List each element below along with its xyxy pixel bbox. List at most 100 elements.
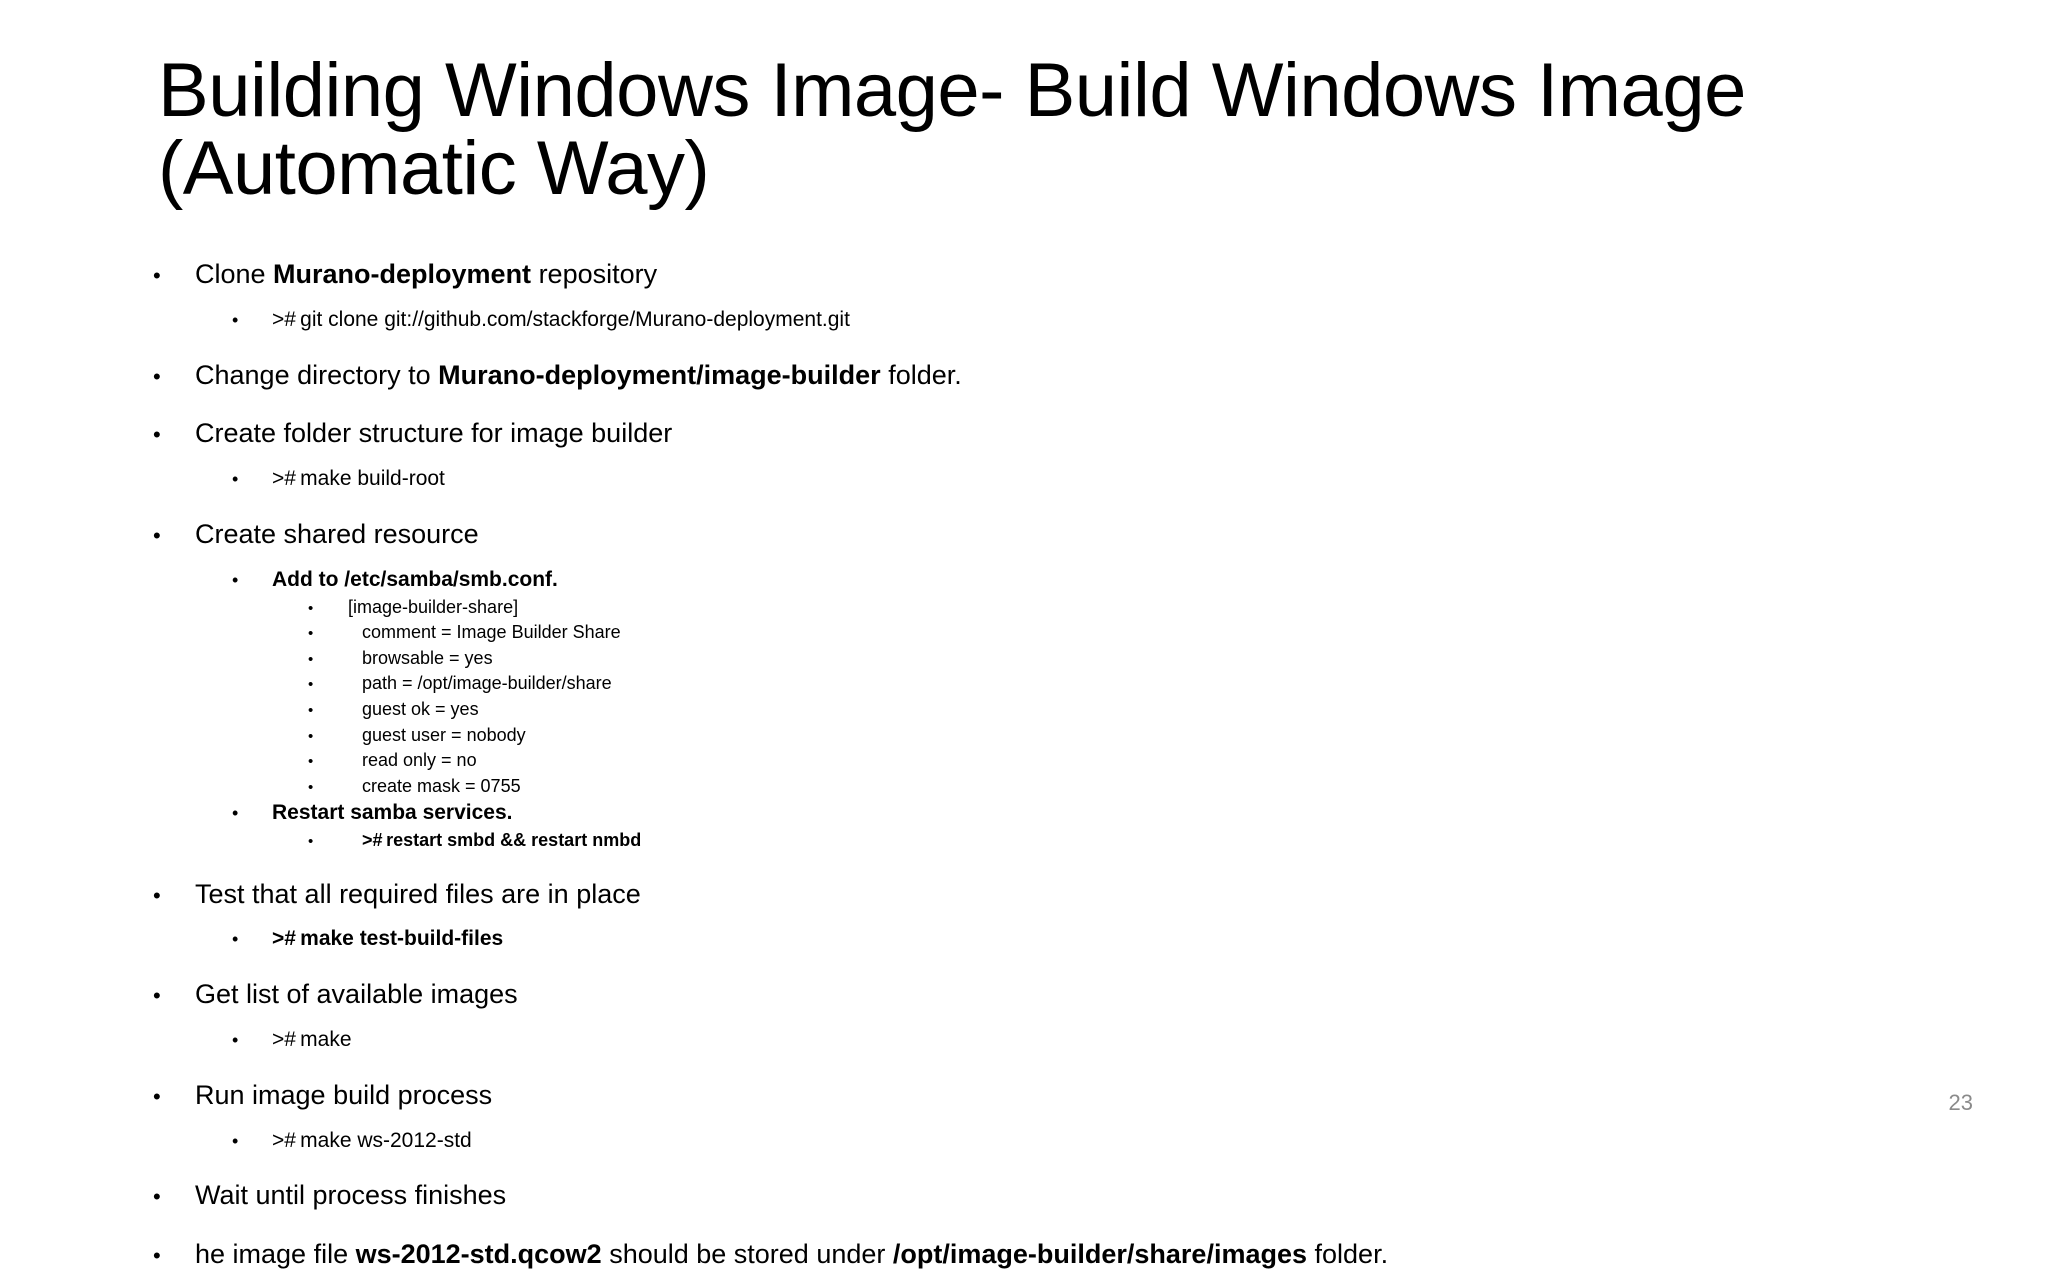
- bullet-text-plain: folder.: [1307, 1239, 1389, 1270]
- bullet-dot-icon: •: [232, 569, 239, 590]
- bullet-text-plain: Create shared resource: [195, 519, 479, 550]
- bullet-dot-icon: •: [153, 1083, 161, 1109]
- bullet-text: Clone Murano-deployment repository: [195, 258, 657, 291]
- bullet-item-level-1: • Wait until process finishes: [0, 1179, 2048, 1212]
- bullet-text-plain: path = /opt/image-builder/share: [362, 673, 612, 694]
- bullet-text: Create shared resource: [195, 518, 479, 551]
- bullet-text: path = /opt/image-builder/share: [348, 672, 612, 694]
- bullet-text-plain: browsable = yes: [362, 647, 493, 668]
- bullet-text-plain: repository: [531, 259, 658, 289]
- bullet-text-plain: ># make ws-2012-std: [272, 1128, 472, 1152]
- bullet-text: ># make test-build-files: [272, 926, 503, 952]
- bullet-dot-icon: •: [232, 929, 239, 950]
- bullet-dot-icon: •: [153, 1243, 161, 1269]
- bullet-text-plain: guest user = nobody: [362, 724, 526, 745]
- bullet-text: Run image build process: [195, 1079, 492, 1112]
- bullet-dot-icon: •: [232, 1030, 239, 1051]
- bullet-text: Add to /etc/samba/smb.conf.: [272, 567, 558, 593]
- bullet-text-plain: Change directory to: [195, 359, 439, 390]
- bullet-text: create mask = 0755: [348, 775, 521, 797]
- bullet-item-level-1: • Get list of available images: [0, 978, 2048, 1011]
- bullet-dot-icon: •: [232, 309, 239, 330]
- bullet-text-plain: [image-builder-share]: [348, 596, 519, 617]
- bullet-dot-icon: •: [232, 803, 239, 824]
- bullet-dot-icon: •: [308, 599, 314, 617]
- bullet-text: [image-builder-share]: [348, 596, 518, 618]
- bullet-item-level-2: • ># make test-build-files: [0, 926, 2048, 952]
- bullet-text-plain: read only = no: [362, 750, 477, 771]
- bullet-item-level-3: • guest user = nobody: [0, 724, 2048, 747]
- bullet-text-plain: Get list of available images: [195, 979, 518, 1010]
- bullet-item-level-3: • comment = Image Builder Share: [0, 621, 2048, 644]
- bullet-text: Restart samba services.: [272, 800, 513, 826]
- bullet-text-bold: ws-2012-std.qcow2: [355, 1239, 602, 1270]
- bullet-item-level-3: • create mask = 0755: [0, 775, 2048, 798]
- bullet-text: comment = Image Builder Share: [348, 621, 621, 643]
- bullet-text-bold: Murano-deployment/image-builder: [438, 359, 881, 390]
- bullet-item-level-3: •># restart smbd && restart nmbd: [0, 829, 2048, 852]
- bullet-text: guest user = nobody: [348, 724, 526, 746]
- bullet-dot-icon: •: [153, 1184, 161, 1210]
- bullet-item-level-2: • ># git clone git://github.com/stackforg…: [0, 307, 2048, 333]
- bullet-text: guest ok = yes: [348, 698, 479, 720]
- bullet-item-level-1: • Test that all required files are in pla…: [0, 878, 2048, 911]
- bullet-item-level-1: • Create folder structure for image build…: [0, 417, 2048, 450]
- bullet-text-plain: Run image build process: [195, 1079, 493, 1110]
- bullet-text-plain: guest ok = yes: [362, 698, 479, 719]
- bullet-item-level-3: • guest ok = yes: [0, 698, 2048, 721]
- bullet-text: Change directory to Murano-deployment/im…: [195, 359, 962, 392]
- bullet-text-bold: Murano-deployment: [273, 259, 532, 289]
- bullet-item-level-1: • he image file ws-2012-std.qcow2 should …: [0, 1238, 2048, 1271]
- bullet-text: Test that all required files are in plac…: [195, 878, 641, 911]
- bullet-dot-icon: •: [153, 263, 161, 288]
- bullet-dot-icon: •: [232, 1130, 239, 1151]
- bullet-text-bold: /opt/image-builder/share/images: [892, 1239, 1308, 1270]
- bullet-text-plain: comment = Image Builder Share: [362, 622, 621, 643]
- bullet-item-level-2: • Restart samba services.: [0, 800, 2048, 826]
- bullet-dot-icon: •: [308, 727, 314, 745]
- bullet-dot-icon: •: [153, 983, 161, 1009]
- bullet-dot-icon: •: [153, 422, 161, 448]
- bullet-list: • Clone Murano-deployment repository • ># g…: [0, 258, 2048, 1271]
- bullet-item-level-2: • ># make ws-2012-std: [0, 1128, 2048, 1154]
- page-title: Building Windows Image- Build Windows Im…: [158, 48, 1767, 211]
- bullet-text: read only = no: [348, 749, 477, 771]
- bullet-item-level-1: • Clone Murano-deployment repository: [0, 258, 2048, 291]
- bullet-text-bold: Add to /etc/samba/smb.conf.: [272, 567, 558, 591]
- bullet-item-level-3: • path = /opt/image-builder/share: [0, 672, 2048, 695]
- bullet-item-level-2: • ># make: [0, 1027, 2048, 1053]
- bullet-dot-icon: •: [308, 701, 314, 719]
- bullet-text: ># make build-root: [272, 466, 445, 492]
- bullet-item-level-3: • [image-builder-share]: [0, 596, 2048, 619]
- bullet-text: he image file ws-2012-std.qcow2 should b…: [195, 1238, 1388, 1271]
- slide-canvas: Building Windows Image- Build Windows Im…: [153, 48, 1973, 1270]
- bullet-dot-icon: •: [153, 882, 161, 908]
- bullet-dot-icon: •: [308, 625, 314, 643]
- bullet-text-plain: ># git clone git://github.com/stackforge…: [272, 307, 850, 331]
- bullet-text-bold: ># make test-build-files: [272, 927, 504, 951]
- bullet-text-plain: should be stored under: [601, 1239, 893, 1270]
- bullet-text: Wait until process finishes: [195, 1179, 506, 1212]
- bullet-item-level-3: •browsable = yes: [0, 647, 2048, 670]
- bullet-text: browsable = yes: [348, 647, 493, 669]
- bullet-dot-icon: •: [308, 778, 314, 796]
- bullet-item-level-1: •Change directory to Murano-deployment/i…: [0, 359, 2048, 392]
- bullet-text-plain: Clone: [195, 259, 274, 289]
- bullet-text-plain: ># make: [272, 1028, 352, 1052]
- bullet-text: Create folder structure for image builde…: [195, 417, 672, 450]
- bullet-text-plain: he image file: [195, 1239, 356, 1270]
- bullet-item-level-1: • Create shared resource: [0, 518, 2048, 551]
- bullet-dot-icon: •: [308, 753, 314, 771]
- bullet-text-plain: Test that all required files are in plac…: [195, 878, 641, 909]
- bullet-dot-icon: •: [308, 676, 314, 694]
- bullet-item-level-3: • read only = no: [0, 749, 2048, 772]
- bullet-item-level-2: •># make build-root: [0, 466, 2048, 492]
- bullet-text: ># make ws-2012-std: [272, 1128, 472, 1154]
- bullet-item-level-1: • Run image build process: [0, 1079, 2048, 1112]
- bullet-text: ># git clone git://github.com/stackforge…: [272, 307, 850, 333]
- bullet-dot-icon: •: [153, 523, 161, 549]
- bullet-text-plain: folder.: [880, 359, 962, 390]
- bullet-text-plain: create mask = 0755: [362, 775, 521, 796]
- bullet-text-plain: ># make build-root: [272, 467, 445, 491]
- bullet-text-plain: Create folder structure for image builde…: [195, 418, 673, 449]
